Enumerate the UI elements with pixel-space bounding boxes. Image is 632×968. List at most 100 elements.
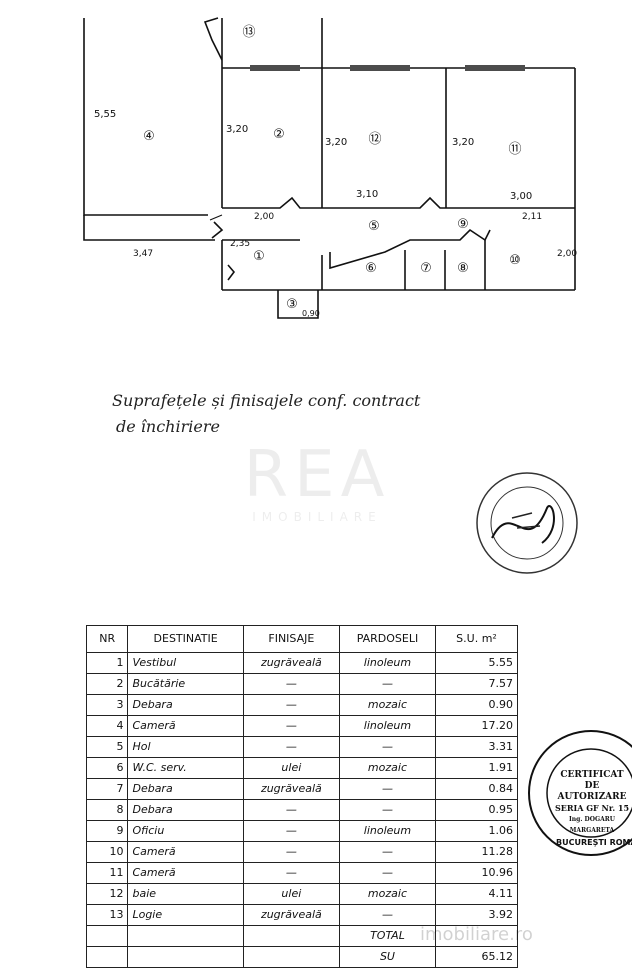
cell-nr: 8 (85, 799, 129, 821)
stamp-ring-icon (528, 730, 632, 856)
cell-su: 3.92 (435, 904, 518, 926)
dimension-label: 2,35 (230, 239, 251, 249)
cell-dest: Cameră (127, 841, 244, 863)
cell-fin: — (242, 715, 340, 737)
col-destinatie: DESTINATIE (127, 625, 244, 653)
room-marker: ⑦ (420, 261, 432, 276)
cell-nr: 7 (85, 778, 129, 800)
cell-dest: Vestibul (127, 652, 244, 674)
site-logo: imobiliare.ro (420, 924, 533, 945)
su-label: SU (338, 946, 437, 968)
cell-dest: Debara (127, 694, 244, 716)
cell-dest: baie (127, 883, 244, 905)
cell-su: 5.55 (435, 652, 518, 674)
room-marker: ⑨ (457, 217, 469, 232)
cell-par: — (338, 841, 437, 863)
dimension-label: 2,00 (557, 249, 578, 259)
cell-par: — (338, 799, 437, 821)
cell-nr: 13 (85, 904, 129, 926)
stamp-line: CERTIFICAT (560, 770, 624, 780)
cell-su: 4.11 (435, 883, 518, 905)
cell-su: 0.84 (435, 778, 518, 800)
room-marker: ① (253, 249, 265, 264)
col-su: S.U. m² (435, 625, 518, 653)
cell-par: — (338, 673, 437, 695)
cell-nr: 10 (85, 841, 129, 863)
cell-nr: 12 (85, 883, 129, 905)
cell-fin: ulei (242, 757, 340, 779)
cell-fin: zugrăveală (242, 652, 340, 674)
cadastre-stamp-small (476, 472, 578, 574)
room-marker: ⑥ (365, 261, 377, 276)
stamp-line: AUTORIZARE (557, 792, 627, 802)
total-row: TOTAL (85, 925, 518, 947)
watermark: REA IMOBILIARE (222, 440, 412, 524)
cell-fin: — (242, 694, 340, 716)
cell-dest: Logie (127, 904, 244, 926)
cell-par: mozaic (338, 694, 437, 716)
cell-par: — (338, 862, 437, 884)
dimension-label: 2,00 (254, 212, 275, 222)
cell-su: 0.95 (435, 799, 518, 821)
cell-nr: 3 (85, 694, 129, 716)
note-line: de închiriere (116, 417, 220, 436)
cell-dest: W.C. serv. (127, 757, 244, 779)
dimension-label: 3,20 (226, 124, 249, 135)
watermark-subtitle: IMOBILIARE (252, 510, 382, 524)
watermark-logo: REA (243, 438, 391, 512)
cell-fin: — (242, 736, 340, 758)
col-finisaje: FINISAJE (242, 625, 340, 653)
stamp-line: DE (584, 781, 600, 791)
dimension-label: 5,55 (94, 109, 117, 120)
cell-nr: 4 (85, 715, 129, 737)
cell-par: — (338, 736, 437, 758)
cell-fin: — (242, 820, 340, 842)
cell-nr: 1 (85, 652, 129, 674)
room-marker: ⑬ (242, 25, 256, 40)
table-header-row: NR DESTINATIE FINISAJE PARDOSELI S.U. m² (85, 625, 518, 653)
room-marker: ⑫ (368, 132, 382, 147)
cell-par: linoleum (338, 715, 437, 737)
dimension-label: 3,00 (510, 191, 533, 202)
cell-fin: zugrăveală (242, 778, 340, 800)
handwritten-note: Suprafețele și finisajele conf. contract… (112, 388, 420, 440)
cell-nr: 2 (85, 673, 129, 695)
col-nr: NR (85, 625, 129, 653)
cell-fin: — (242, 673, 340, 695)
cell-par: — (338, 778, 437, 800)
cell-su: 10.96 (435, 862, 518, 884)
stamp-line: Ing. DOGARU MARGARETA (569, 816, 615, 834)
room-marker: ⑪ (508, 142, 522, 157)
cell-su: 1.91 (435, 757, 518, 779)
dimension-label: 3,10 (356, 189, 379, 200)
cell-fin: ulei (242, 883, 340, 905)
room-marker: ③ (286, 297, 298, 312)
cell-dest: Cameră (127, 715, 244, 737)
cell-fin: — (242, 841, 340, 863)
stamp-line: BUCUREȘTI ROMÂNIA (556, 838, 632, 847)
authorization-stamp: CERTIFICAT DE AUTORIZARE SERIA GF Nr. 15… (526, 728, 632, 858)
room-marker: ⑩ (509, 253, 521, 268)
dimension-label: 3,20 (325, 137, 348, 148)
cell-nr: 9 (85, 820, 129, 842)
cell-dest: Oficiu (127, 820, 244, 842)
su-value: 65.12 (435, 946, 518, 968)
room-marker: ⑧ (457, 261, 469, 276)
cell-nr: 5 (85, 736, 129, 758)
cell-su: 3.31 (435, 736, 518, 758)
cell-dest: Hol (127, 736, 244, 758)
rooms-table: NR DESTINATIE FINISAJE PARDOSELI S.U. m²… (85, 625, 518, 968)
dimension-label: 3,47 (133, 249, 154, 259)
